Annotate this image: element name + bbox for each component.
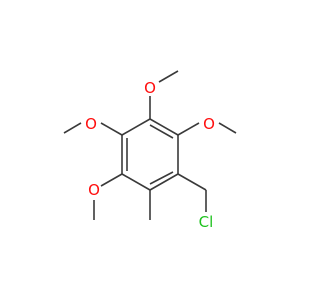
- bonds: [63, 70, 237, 220]
- bond-c-ch2: [177, 173, 207, 191]
- atom-o-lower-left: O: [88, 181, 100, 199]
- bond-c-o-upper-left: [100, 122, 123, 136]
- bond-o-ch3-upper-left: [63, 122, 82, 134]
- atom-labels: O O O O Cl: [85, 79, 215, 231]
- bond-o-ch3-upper-right: [218, 122, 237, 134]
- ring-double-bond-inner-right: [149, 171, 174, 185]
- ring-bond-top-left: [121, 118, 151, 136]
- ring-bond-top-right: [149, 118, 179, 136]
- atom-o-upper-right: O: [203, 115, 215, 133]
- bond-c-o-upper-right: [177, 122, 200, 136]
- structure-diagram: O O O O Cl: [63, 70, 237, 231]
- ring-bond-bottom-left: [121, 173, 151, 191]
- bond-o-ch3-top: [158, 70, 179, 83]
- ring-double-bond-inner-top: [149, 124, 174, 139]
- ring-bond-bottom-right: [149, 173, 179, 191]
- atom-o-upper-left: O: [85, 115, 97, 133]
- atom-o-top: O: [144, 79, 156, 97]
- atom-cl: Cl: [199, 213, 214, 231]
- bond-c-o-lower-left: [100, 173, 123, 187]
